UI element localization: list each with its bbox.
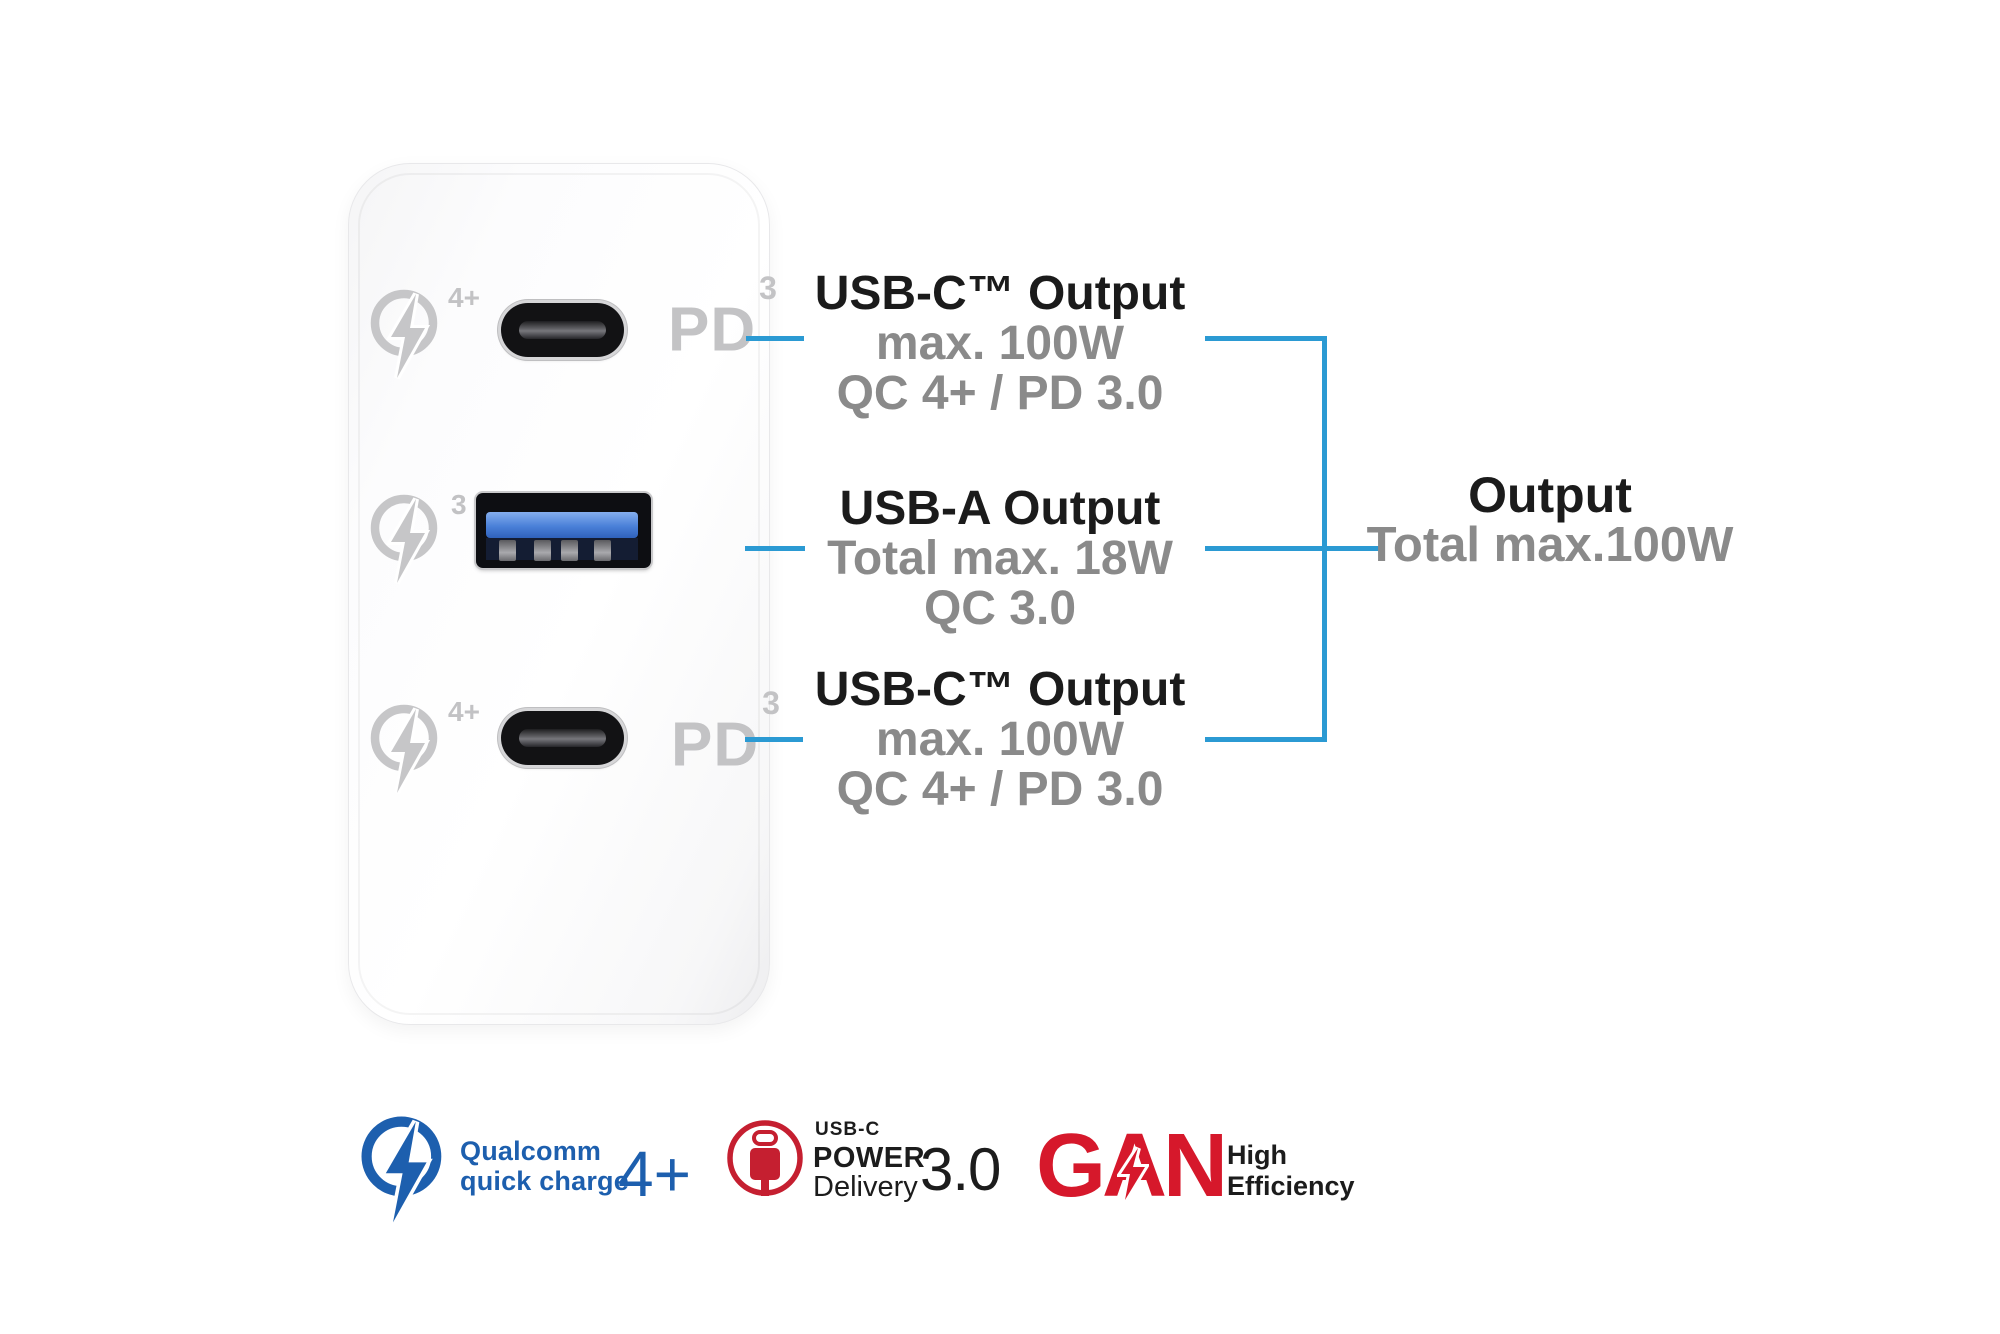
port1-title: USB-C™ Output (814, 267, 1186, 320)
port2-protocols: QC 3.0 (923, 582, 1077, 635)
port3-max-power: max. 100W (875, 713, 1125, 766)
gan-text-line1: High (1227, 1140, 1287, 1170)
gan-lightning-icon (1117, 1146, 1149, 1202)
usba-a-pin (594, 540, 611, 561)
pd-engraving-bottom: PD3 (671, 685, 781, 780)
pd-badge-delivery-label: Delivery (813, 1171, 918, 1203)
port3-label-block: USB-C™ Output max. 100W QC 4+ / PD 3.0 (760, 665, 1240, 815)
usb-c-slot (519, 729, 606, 747)
bracket-middle-line (1205, 546, 1384, 551)
pd-engraving-top: PD3 (668, 270, 778, 365)
qualcomm-quick-charge-icon (361, 1116, 442, 1225)
charger-body: 4+ PD3 3 4+ PD3 (348, 163, 780, 1025)
connector-line-port3 (745, 737, 803, 742)
usb-a-pin (499, 540, 516, 561)
usb-a-tongue (486, 512, 638, 538)
quick-charge-version-badge: 4+ (448, 696, 480, 727)
port3-protocols: QC 4+ / PD 3.0 (836, 763, 1164, 816)
connector-line-port2 (745, 546, 805, 551)
pd-sup: 3 (759, 270, 778, 306)
power-delivery-icon (727, 1120, 803, 1196)
port1-max-power: max. 100W (875, 317, 1125, 370)
port1-protocols: QC 4+ / PD 3.0 (836, 367, 1164, 420)
quick-charge-icon (370, 494, 438, 585)
bracket-vertical-line (1322, 336, 1327, 742)
usb-a-pin (561, 540, 578, 561)
usb-c-port-bottom (501, 711, 624, 765)
port1-label-block: USB-C™ Output max. 100W QC 4+ / PD 3.0 (760, 269, 1240, 419)
pd-sup: 3 (762, 685, 781, 721)
usb-a-port (476, 493, 651, 568)
bracket-top-line (1205, 336, 1327, 341)
quick-charge-4plus-label: 4+ (618, 1138, 691, 1210)
quick-charge-icon (370, 704, 438, 795)
pd-text: PD (668, 295, 757, 365)
usb-c-slot (519, 321, 606, 339)
pd-badge-power-label: POWER (813, 1142, 926, 1174)
quick-charge-version-badge: 4+ (448, 282, 480, 313)
port2-max-power: Total max. 18W (827, 532, 1173, 585)
usb-a-pin (534, 540, 551, 561)
quick-charge-icon (370, 289, 438, 380)
usb-c-port-top (501, 303, 624, 357)
pd-text: PD (671, 710, 760, 780)
qualcomm-brand-line1: Qualcomm (460, 1136, 602, 1166)
gan-text-line2: Efficiency (1227, 1171, 1355, 1201)
bracket-bottom-line (1205, 737, 1327, 742)
port2-title: USB-A Output (839, 482, 1161, 535)
quick-charge-version-badge: 3 (451, 489, 467, 520)
connector-line-port1 (746, 336, 804, 341)
qualcomm-brand-line2: quick charge (460, 1166, 629, 1196)
total-output-title: Output (1468, 467, 1632, 523)
total-output-block: Output Total max.100W (1330, 470, 1770, 570)
port2-label-block: USB-A Output Total max. 18W QC 3.0 (760, 484, 1240, 634)
gan-high-efficiency-text: High Efficiency (1227, 1140, 1355, 1202)
qualcomm-brand-text: Qualcomm quick charge (460, 1136, 629, 1196)
pd-badge-version: 3.0 (920, 1136, 1001, 1203)
total-output-value: Total max.100W (1366, 518, 1734, 572)
port3-title: USB-C™ Output (814, 663, 1186, 716)
pd-badge-usbc-label: USB-C (815, 1119, 881, 1140)
